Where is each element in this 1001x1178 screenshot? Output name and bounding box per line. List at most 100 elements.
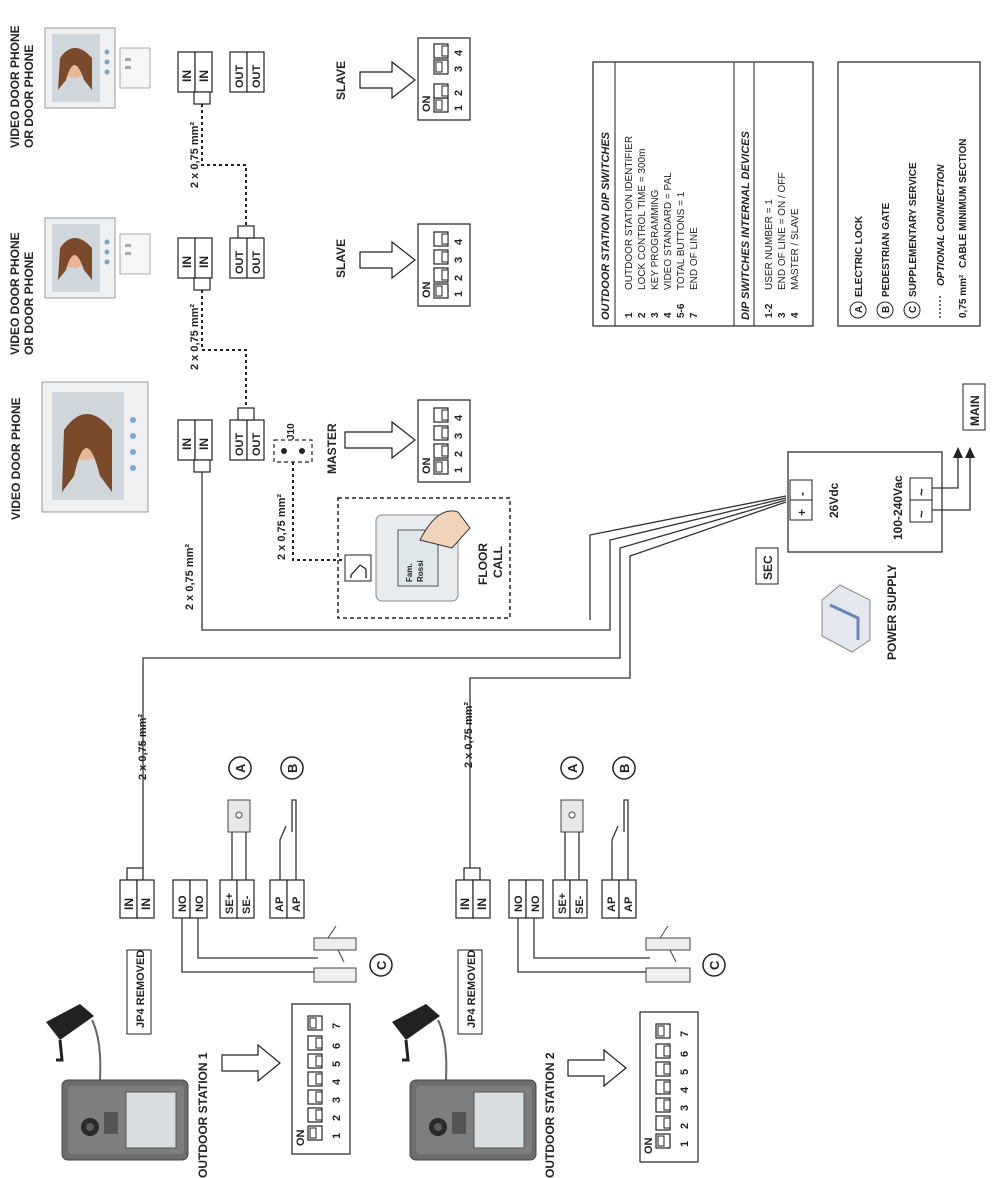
- svg-text:1: 1: [331, 1133, 343, 1139]
- vdp-bottom-label: VIDEO DOOR PHONE: [9, 397, 23, 520]
- station2-terminal-ap: AP AP: [601, 879, 637, 919]
- bus-wire-phones: [201, 472, 787, 631]
- svg-text:ON: ON: [421, 457, 433, 474]
- terminal-in-top: IN IN: [177, 51, 213, 105]
- svg-text:OUT: OUT: [251, 251, 263, 275]
- arrow-slave-1: [359, 60, 416, 100]
- svg-text:OUT: OUT: [234, 433, 246, 457]
- svg-text:B: B: [285, 764, 300, 773]
- svg-text:100-240Vac: 100-240Vac: [891, 475, 905, 540]
- svg-text:SUPPLEMENTARY SERVICE: SUPPLEMENTARY SERVICE: [908, 162, 919, 297]
- svg-text:NO: NO: [530, 895, 542, 912]
- cable-label-middle: 2 x 0,75 mm²: [189, 304, 201, 370]
- electric-lock-2: [560, 799, 584, 880]
- floor-call-switch: [344, 554, 372, 582]
- legend-key: A ELECTRIC LOCK B PEDESTRIAN GATE C SUPP…: [837, 61, 981, 327]
- svg-text:2: 2: [679, 1123, 691, 1129]
- svg-text:END OF LINE = ON / OFF: END OF LINE = ON / OFF: [777, 172, 788, 290]
- dashed-link-middle: [201, 290, 247, 408]
- station2-terminal-se: SE+ SE-: [552, 879, 588, 919]
- circle-c-1: C: [369, 953, 393, 977]
- legend-dip-rows: 1 OUTDOOR STATION IDENTIFIER 2 LOCK CONT…: [624, 136, 801, 318]
- camera-1: [46, 1004, 102, 1081]
- svg-text:4: 4: [453, 414, 465, 421]
- svg-text:4: 4: [331, 1078, 343, 1085]
- outdoor-station-1: [61, 1079, 189, 1161]
- svg-text:NO: NO: [194, 895, 206, 912]
- camera-2: [392, 1004, 448, 1081]
- cable-label-station1: 2 x 0,75 mm²: [137, 714, 149, 780]
- svg-text:0,75 mm²: 0,75 mm²: [958, 274, 969, 318]
- svg-text:IN: IN: [180, 438, 194, 450]
- svg-text:Rossi: Rossi: [416, 560, 425, 582]
- dip-switch-slave-1: ON 1 2 3 4: [417, 37, 471, 121]
- j10-jumper: J10: [273, 423, 313, 463]
- floor-call-label-1: FLOOR: [476, 543, 490, 585]
- svg-text:IN: IN: [180, 70, 194, 82]
- svg-text:3: 3: [679, 1105, 691, 1111]
- station1-terminal-no: NO NO: [172, 879, 208, 919]
- svg-text:1: 1: [453, 105, 465, 111]
- floor-call-label-2: CALL: [491, 546, 505, 578]
- pedestrian-gate-2: [611, 799, 629, 880]
- terminal-out-bottom: OUT OUT: [229, 407, 265, 461]
- cable-label-station2: 2 x 0,75 mm²: [463, 702, 475, 768]
- svg-text:IN: IN: [139, 898, 153, 910]
- dip-switch-master: ON 1 2 3 4: [417, 399, 471, 483]
- svg-text:IN: IN: [197, 256, 211, 268]
- svg-text:NO: NO: [177, 895, 189, 912]
- svg-text:MAIN: MAIN: [968, 395, 982, 426]
- svg-text:AP: AP: [606, 897, 618, 912]
- bus-wire-extra: [589, 495, 787, 620]
- svg-text:B: B: [617, 764, 632, 773]
- vdp-mid-label-1: VIDEO DOOR PHONE: [8, 232, 22, 355]
- arrow-master: [344, 420, 416, 460]
- svg-text:USER NUMBER = 1: USER NUMBER = 1: [764, 199, 775, 290]
- svg-text:NO: NO: [513, 895, 525, 912]
- svg-text:1: 1: [679, 1141, 691, 1147]
- supplementary-device-1: [313, 925, 357, 983]
- vdp-mid-label-2: OR DOOR PHONE: [22, 252, 36, 355]
- mains-arrow-1: [953, 447, 963, 458]
- svg-text:4: 4: [790, 312, 801, 318]
- bus-wire-station2: [469, 501, 787, 868]
- terminal-out-top: OUT OUT: [229, 51, 265, 93]
- electric-lock-1: [227, 799, 251, 880]
- svg-text:6: 6: [679, 1051, 691, 1057]
- svg-text:4: 4: [663, 312, 674, 318]
- svg-text:7: 7: [331, 1023, 343, 1029]
- svg-text:1: 1: [453, 291, 465, 297]
- terminal-in-middle: IN IN: [177, 237, 213, 291]
- circle-c-2: C: [702, 953, 726, 977]
- svg-text:2: 2: [453, 275, 465, 281]
- arrow-station2: [567, 1048, 627, 1088]
- dip-switch-slave-2: ON 1 2 3 4: [417, 223, 471, 307]
- svg-text:7: 7: [679, 1031, 691, 1037]
- sec-label: SEC: [755, 547, 779, 585]
- floor-call-box: Fam. Rossi FLOOR CALL: [337, 497, 511, 619]
- svg-text:3: 3: [453, 433, 465, 439]
- svg-text:3: 3: [453, 257, 465, 263]
- circle-b-1: B: [280, 756, 304, 780]
- vdp-top-label-1: VIDEO DOOR PHONE: [8, 25, 22, 148]
- svg-text:A: A: [565, 763, 580, 773]
- svg-text:IN: IN: [475, 898, 489, 910]
- supplementary-device-2: [645, 925, 691, 983]
- svg-text:AP: AP: [291, 897, 303, 912]
- station2-terminal-in: IN IN: [455, 867, 491, 919]
- master-label: MASTER: [325, 423, 339, 474]
- svg-text:KEY PROGRAMMING: KEY PROGRAMMING: [650, 189, 661, 290]
- svg-text:OUT: OUT: [234, 251, 246, 275]
- terminal-in-bottom: IN IN: [177, 419, 213, 473]
- svg-text:ELECTRIC LOCK: ELECTRIC LOCK: [854, 215, 865, 297]
- svg-text:AP: AP: [623, 897, 635, 912]
- svg-text:SE+: SE+: [224, 893, 236, 914]
- mains-wire: [932, 452, 971, 511]
- svg-text:5: 5: [679, 1069, 691, 1075]
- svg-text:A: A: [233, 763, 248, 773]
- svg-text:IN: IN: [458, 898, 472, 910]
- svg-text:MASTER / SLAVE: MASTER / SLAVE: [790, 208, 801, 290]
- station1-terminal-in: IN IN: [119, 867, 155, 919]
- svg-text:2: 2: [453, 90, 465, 96]
